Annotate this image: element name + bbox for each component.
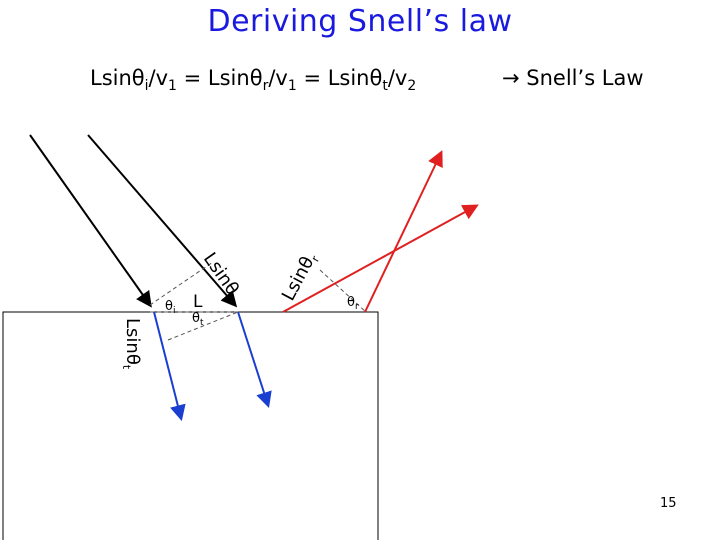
dashed-reflected-wavefront	[319, 269, 367, 313]
length-l-label: L	[193, 292, 203, 312]
transmitted-ray-right	[237, 311, 272, 409]
incident-ray-left	[29, 134, 152, 308]
theta-r-label: θr	[347, 295, 359, 312]
slide-title: Deriving Snell’s law	[207, 4, 513, 39]
lsin-reflected-label: Lsinθr	[278, 249, 323, 306]
incident-ray-right	[87, 134, 238, 308]
svg-text:Lsinθ: Lsinθ	[199, 249, 243, 299]
reflected-ray-left	[282, 204, 479, 313]
theta-t-label: θt	[192, 311, 204, 328]
transmitted-ray-left	[153, 311, 186, 422]
reflected-ray-right	[364, 150, 443, 313]
dashed-transmitted-wavefront	[167, 311, 239, 341]
eq-term-reflected: = Lsinθr/v1	[176, 66, 297, 95]
lower-medium-box	[2, 311, 379, 540]
dashed-incident-wavefront	[149, 261, 214, 306]
eq-term-transmitted: = Lsinθt/v2	[296, 66, 417, 95]
eq-term-incident: Lsinθi/v1	[90, 66, 177, 95]
svg-text:Lsinθt: Lsinθt	[120, 318, 143, 370]
snells-law-label: → Snell’s Law	[502, 66, 644, 90]
lsin-transmitted-label: Lsinθt	[120, 318, 143, 370]
page-number: 15	[660, 496, 677, 511]
theta-i-label: θi	[165, 299, 175, 316]
svg-text:Lsinθr: Lsinθr	[278, 249, 323, 306]
arrow-right-icon: →	[502, 66, 520, 90]
snell-equation: Lsinθi/v1 = Lsinθr/v1 = Lsinθt/v2	[90, 66, 416, 94]
lsin-incident-label: Lsinθ	[199, 249, 243, 299]
